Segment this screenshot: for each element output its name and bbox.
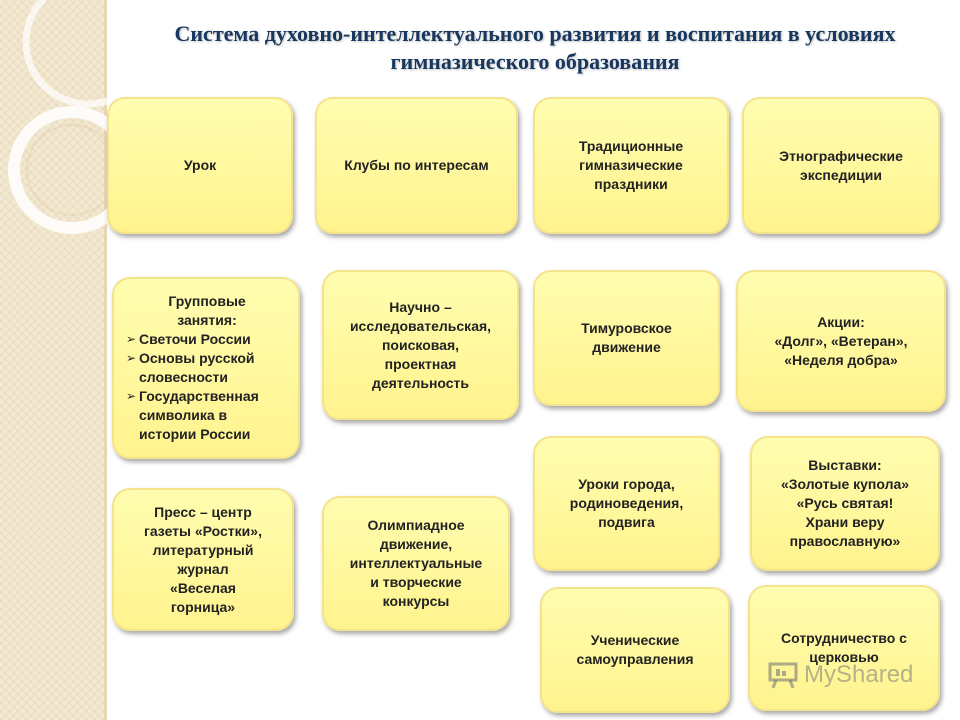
list-item-label: Государственная символика в истории Росс…: [139, 388, 259, 442]
box-nauchno: Научно – исследовательская, поисковая, п…: [322, 270, 519, 420]
box-akcii-label: Акции: «Долг», «Ветеран», «Неделя добра»: [774, 313, 908, 368]
arrow-bullet-icon: ➢: [126, 351, 137, 365]
decorative-divider: [104, 0, 107, 720]
box-samoupr: Ученические самоуправления: [540, 587, 730, 713]
list-item-label: Основы русской словесности: [139, 350, 255, 385]
arrow-bullet-icon: ➢: [126, 332, 137, 346]
box-olimp: Олимпиадное движение, интеллектуальные и…: [322, 496, 510, 631]
box-uroki-goroda: Уроки города, родиноведения, подвига: [533, 436, 720, 571]
list-item-label: Светочи России: [139, 331, 251, 347]
box-samoupr-label: Ученические самоуправления: [576, 632, 694, 667]
list-item: ➢Государственная символика в истории Рос…: [126, 387, 284, 444]
box-klubi-label: Клубы по интересам: [344, 157, 489, 173]
box-urok: Урок: [107, 97, 293, 234]
watermark: MyShared: [768, 660, 913, 690]
box-press: Пресс – центр газеты «Ростки», литератур…: [112, 488, 294, 631]
box-ekspedicii-label: Этнографические экспедиции: [779, 147, 903, 183]
watermark-text: MyShared: [804, 661, 914, 688]
box-sotrud: Сотрудничество с церковью: [748, 585, 940, 711]
box-akcii: Акции: «Долг», «Ветеран», «Неделя добра»: [736, 270, 946, 412]
box-gruppovye: Групповые занятия: ➢Светочи России ➢Осно…: [112, 277, 300, 459]
box-prazdniki: Традиционные гимназические праздники: [533, 97, 729, 234]
box-nauchno-label: Научно – исследовательская, поисковая, п…: [349, 298, 492, 391]
box-vystavki: Выставки: «Золотые купола» «Русь святая!…: [750, 436, 940, 571]
box-olimp-label: Олимпиадное движение, интеллектуальные и…: [349, 517, 483, 609]
box-press-label: Пресс – центр газеты «Ростки», литератур…: [144, 503, 262, 615]
box-klubi: Клубы по интересам: [315, 97, 518, 234]
box-gruppovye-title: Групповые занятия:: [168, 293, 246, 328]
presentation-board-icon: [768, 662, 798, 689]
box-urok-label: Урок: [183, 157, 217, 173]
list-item: ➢Основы русской словесности: [126, 349, 284, 387]
box-vystavki-label: Выставки: «Золотые купола» «Русь святая!…: [780, 457, 910, 549]
box-ekspedicii: Этнографические экспедиции: [742, 97, 940, 234]
box-sotrud-label: Сотрудничество с церковью: [781, 630, 907, 665]
box-timur-label: Тимуровское движение: [581, 320, 672, 355]
box-prazdniki-label: Традиционные гимназические праздники: [578, 138, 684, 192]
gruppovye-list: ➢Светочи России ➢Основы русской словесно…: [126, 330, 284, 444]
box-timur: Тимуровское движение: [533, 270, 720, 406]
slide-title: Система духовно-интеллектуального развит…: [174, 21, 896, 74]
list-item: ➢Светочи России: [126, 330, 284, 349]
box-uroki-goroda-label: Уроки города, родиноведения, подвига: [569, 476, 684, 530]
arrow-bullet-icon: ➢: [126, 389, 137, 403]
